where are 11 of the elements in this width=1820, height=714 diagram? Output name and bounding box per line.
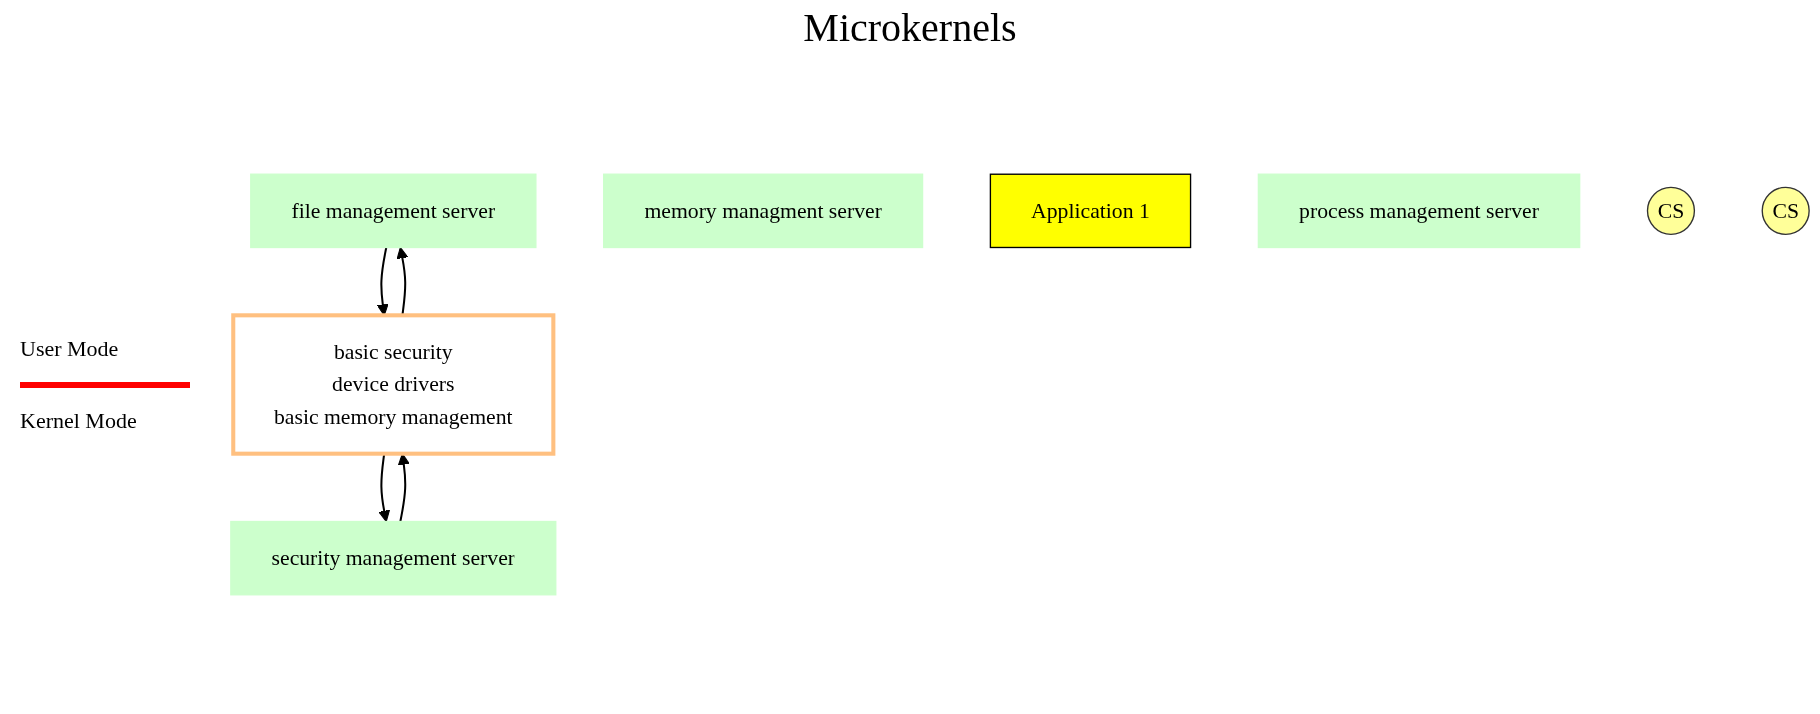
diagram-title: Microkernels [802, 4, 1018, 51]
node-box: process management server [1257, 173, 1581, 249]
node-box: memory managment server [603, 173, 924, 249]
node-box: Application 1 [989, 173, 1192, 249]
node-box: basic security device drivers basic memory management [231, 313, 556, 456]
node-circle: CS [1761, 186, 1810, 235]
node-circle: CS [1646, 186, 1696, 235]
mode-label: Kernel Mode [20, 407, 138, 434]
mode-label: User Mode [20, 335, 120, 362]
node-box: security management server [230, 520, 557, 596]
node-box: file management server [250, 173, 537, 249]
